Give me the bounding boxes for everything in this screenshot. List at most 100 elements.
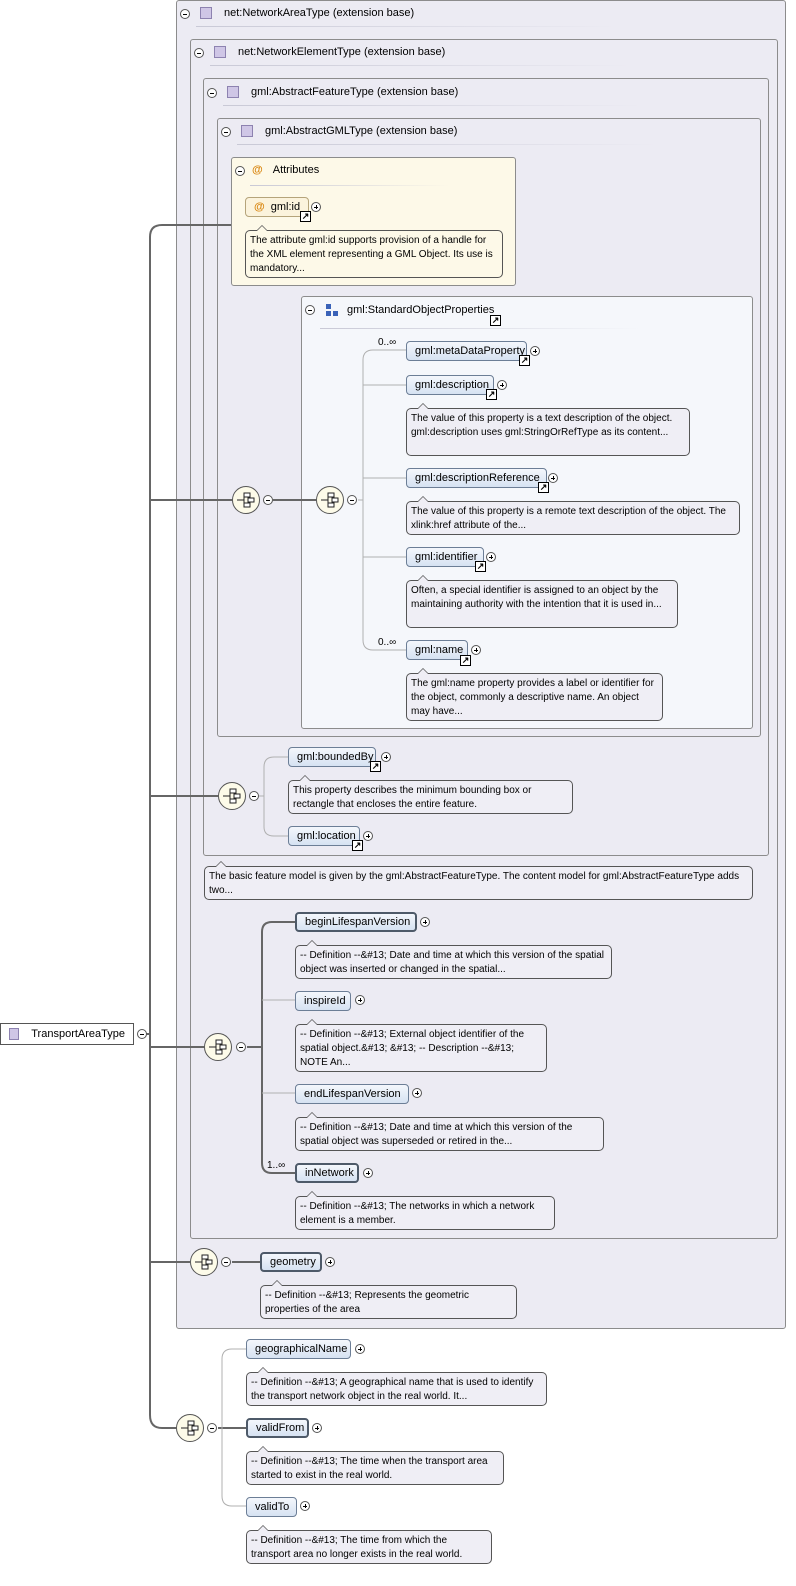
abstract-feature-type-header: gml:AbstractFeatureType (extension base) xyxy=(227,86,458,98)
link-arrow-icon[interactable]: ↗ xyxy=(538,482,549,493)
innetwork-doc: -- Definition --&#13; The networks in wh… xyxy=(295,1191,555,1230)
attribute-at-icon: @ xyxy=(254,201,265,213)
complex-type-icon xyxy=(200,7,212,19)
expand-toggle[interactable] xyxy=(548,473,558,483)
gml-descriptionreference-doc: The value of this property is a remote t… xyxy=(406,496,740,535)
expand-toggle[interactable] xyxy=(381,752,391,762)
element-gml-name[interactable]: gml:name xyxy=(406,640,468,660)
beginlifespanversion-doc: -- Definition --&#13; Date and time at w… xyxy=(295,940,612,979)
gml-description-doc: The value of this property is a text des… xyxy=(406,403,690,456)
collapse-toggle[interactable] xyxy=(305,305,315,315)
expand-toggle[interactable] xyxy=(355,995,365,1005)
gml-id-attribute[interactable]: @gml:id xyxy=(245,197,309,217)
element-gml-descriptionreference[interactable]: gml:descriptionReference xyxy=(406,468,547,488)
expand-toggle[interactable] xyxy=(486,552,496,562)
collapse-toggle[interactable] xyxy=(207,88,217,98)
expand-toggle[interactable] xyxy=(497,380,507,390)
element-gml-description[interactable]: gml:description xyxy=(406,375,494,395)
element-gml-metadataproperty[interactable]: gml:metaDataProperty xyxy=(406,341,527,361)
expand-toggle[interactable] xyxy=(311,202,321,212)
collapse-toggle[interactable] xyxy=(221,127,231,137)
validto-doc: -- Definition --&#13; The time from whic… xyxy=(246,1525,492,1564)
collapse-toggle[interactable] xyxy=(263,495,273,505)
element-geographicalname[interactable]: geographicalName xyxy=(246,1339,351,1359)
link-arrow-icon[interactable]: ↗ xyxy=(460,655,471,666)
expand-toggle[interactable] xyxy=(355,1344,365,1354)
geographicalname-doc: -- Definition --&#13; A geographical nam… xyxy=(246,1367,547,1406)
collapse-toggle[interactable] xyxy=(249,791,259,801)
expand-toggle[interactable] xyxy=(300,1501,310,1511)
occurrence-label: 0..∞ xyxy=(378,637,397,648)
expand-toggle[interactable] xyxy=(412,1088,422,1098)
gml-boundedby-doc: This property describes the minimum boun… xyxy=(288,775,573,814)
collapse-toggle[interactable] xyxy=(235,166,245,176)
collapse-toggle[interactable] xyxy=(180,9,190,19)
sequence-compositor-icon[interactable] xyxy=(232,486,260,514)
collapse-toggle[interactable] xyxy=(236,1042,246,1052)
attributes-title: Attributes xyxy=(272,164,320,176)
standard-object-properties-header: gml:StandardObjectProperties xyxy=(325,303,494,317)
collapse-toggle[interactable] xyxy=(207,1423,217,1433)
collapse-toggle[interactable] xyxy=(347,495,357,505)
network-area-type-header: net:NetworkAreaType (extension base) xyxy=(200,7,414,19)
sequence-compositor-icon[interactable] xyxy=(316,486,344,514)
element-gml-boundedby[interactable]: gml:boundedBy xyxy=(288,747,376,767)
link-arrow-icon[interactable]: ↗ xyxy=(352,840,363,851)
sequence-compositor-icon[interactable] xyxy=(204,1033,232,1061)
geometry-doc: -- Definition --&#13; Represents the geo… xyxy=(260,1280,517,1319)
extension-label: net:NetworkAreaType (extension base) xyxy=(224,7,415,19)
expand-toggle[interactable] xyxy=(420,917,430,927)
element-inspireid[interactable]: inspireId xyxy=(295,991,351,1011)
collapse-toggle[interactable] xyxy=(194,48,204,58)
element-endlifespanversion[interactable]: endLifespanVersion xyxy=(295,1084,409,1104)
expand-toggle[interactable] xyxy=(471,645,481,655)
expand-toggle[interactable] xyxy=(325,1257,335,1267)
endlifespanversion-doc: -- Definition --&#13; Date and time at w… xyxy=(295,1112,604,1151)
extension-label: gml:AbstractGMLType (extension base) xyxy=(265,125,458,137)
expand-toggle[interactable] xyxy=(363,831,373,841)
element-innetwork[interactable]: inNetwork xyxy=(295,1163,359,1183)
complex-type-icon xyxy=(241,125,253,137)
network-element-type-header: net:NetworkElementType (extension base) xyxy=(214,46,445,58)
sequence-compositor-icon[interactable] xyxy=(218,782,246,810)
expand-toggle[interactable] xyxy=(312,1423,322,1433)
validfrom-doc: -- Definition --&#13; The time when the … xyxy=(246,1446,504,1485)
model-group-icon xyxy=(326,304,338,316)
sequence-compositor-icon[interactable] xyxy=(176,1414,204,1442)
element-gml-identifier[interactable]: gml:identifier xyxy=(406,547,484,567)
gml-identifier-doc: Often, a special identifier is assigned … xyxy=(406,575,678,628)
occurrence-label: 0..∞ xyxy=(378,337,397,348)
expand-toggle[interactable] xyxy=(363,1168,373,1178)
attribute-at-icon: @ xyxy=(252,164,263,176)
link-arrow-icon[interactable]: ↗ xyxy=(490,315,501,326)
element-validto[interactable]: validTo xyxy=(246,1497,297,1517)
group-title: gml:StandardObjectProperties xyxy=(347,304,495,316)
root-label: TransportAreaType xyxy=(31,1028,125,1040)
collapse-toggle[interactable] xyxy=(221,1257,231,1267)
occurrence-label: 1..∞ xyxy=(267,1160,286,1171)
root-type-transport-area[interactable]: TransportAreaType xyxy=(0,1023,134,1045)
gml-name-doc: The gml:name property provides a label o… xyxy=(406,668,663,721)
attributes-header: @ Attributes xyxy=(252,164,319,176)
link-arrow-icon[interactable]: ↗ xyxy=(519,355,530,366)
element-beginlifespanversion[interactable]: beginLifespanVersion xyxy=(295,912,417,932)
complex-type-icon xyxy=(227,86,239,98)
abstract-gml-type-header: gml:AbstractGMLType (extension base) xyxy=(241,125,457,137)
link-arrow-icon[interactable]: ↗ xyxy=(300,211,311,222)
collapse-toggle[interactable] xyxy=(137,1029,147,1039)
sequence-compositor-icon[interactable] xyxy=(190,1248,218,1276)
abstract-feature-type-doc: The basic feature model is given by the … xyxy=(204,861,753,900)
expand-toggle[interactable] xyxy=(530,346,540,356)
element-geometry[interactable]: geometry xyxy=(260,1252,322,1272)
element-gml-location[interactable]: gml:location xyxy=(288,826,360,846)
inspireid-doc: -- Definition --&#13; External object id… xyxy=(295,1019,547,1072)
extension-label: net:NetworkElementType (extension base) xyxy=(238,46,446,58)
extension-label: gml:AbstractFeatureType (extension base) xyxy=(251,86,459,98)
complex-type-icon xyxy=(214,46,226,58)
gml-id-doc: The attribute gml:id supports provision … xyxy=(245,225,503,278)
link-arrow-icon[interactable]: ↗ xyxy=(370,761,381,772)
element-validfrom[interactable]: validFrom xyxy=(246,1418,309,1438)
complex-type-icon xyxy=(9,1028,20,1040)
link-arrow-icon[interactable]: ↗ xyxy=(475,561,486,572)
link-arrow-icon[interactable]: ↗ xyxy=(486,389,497,400)
